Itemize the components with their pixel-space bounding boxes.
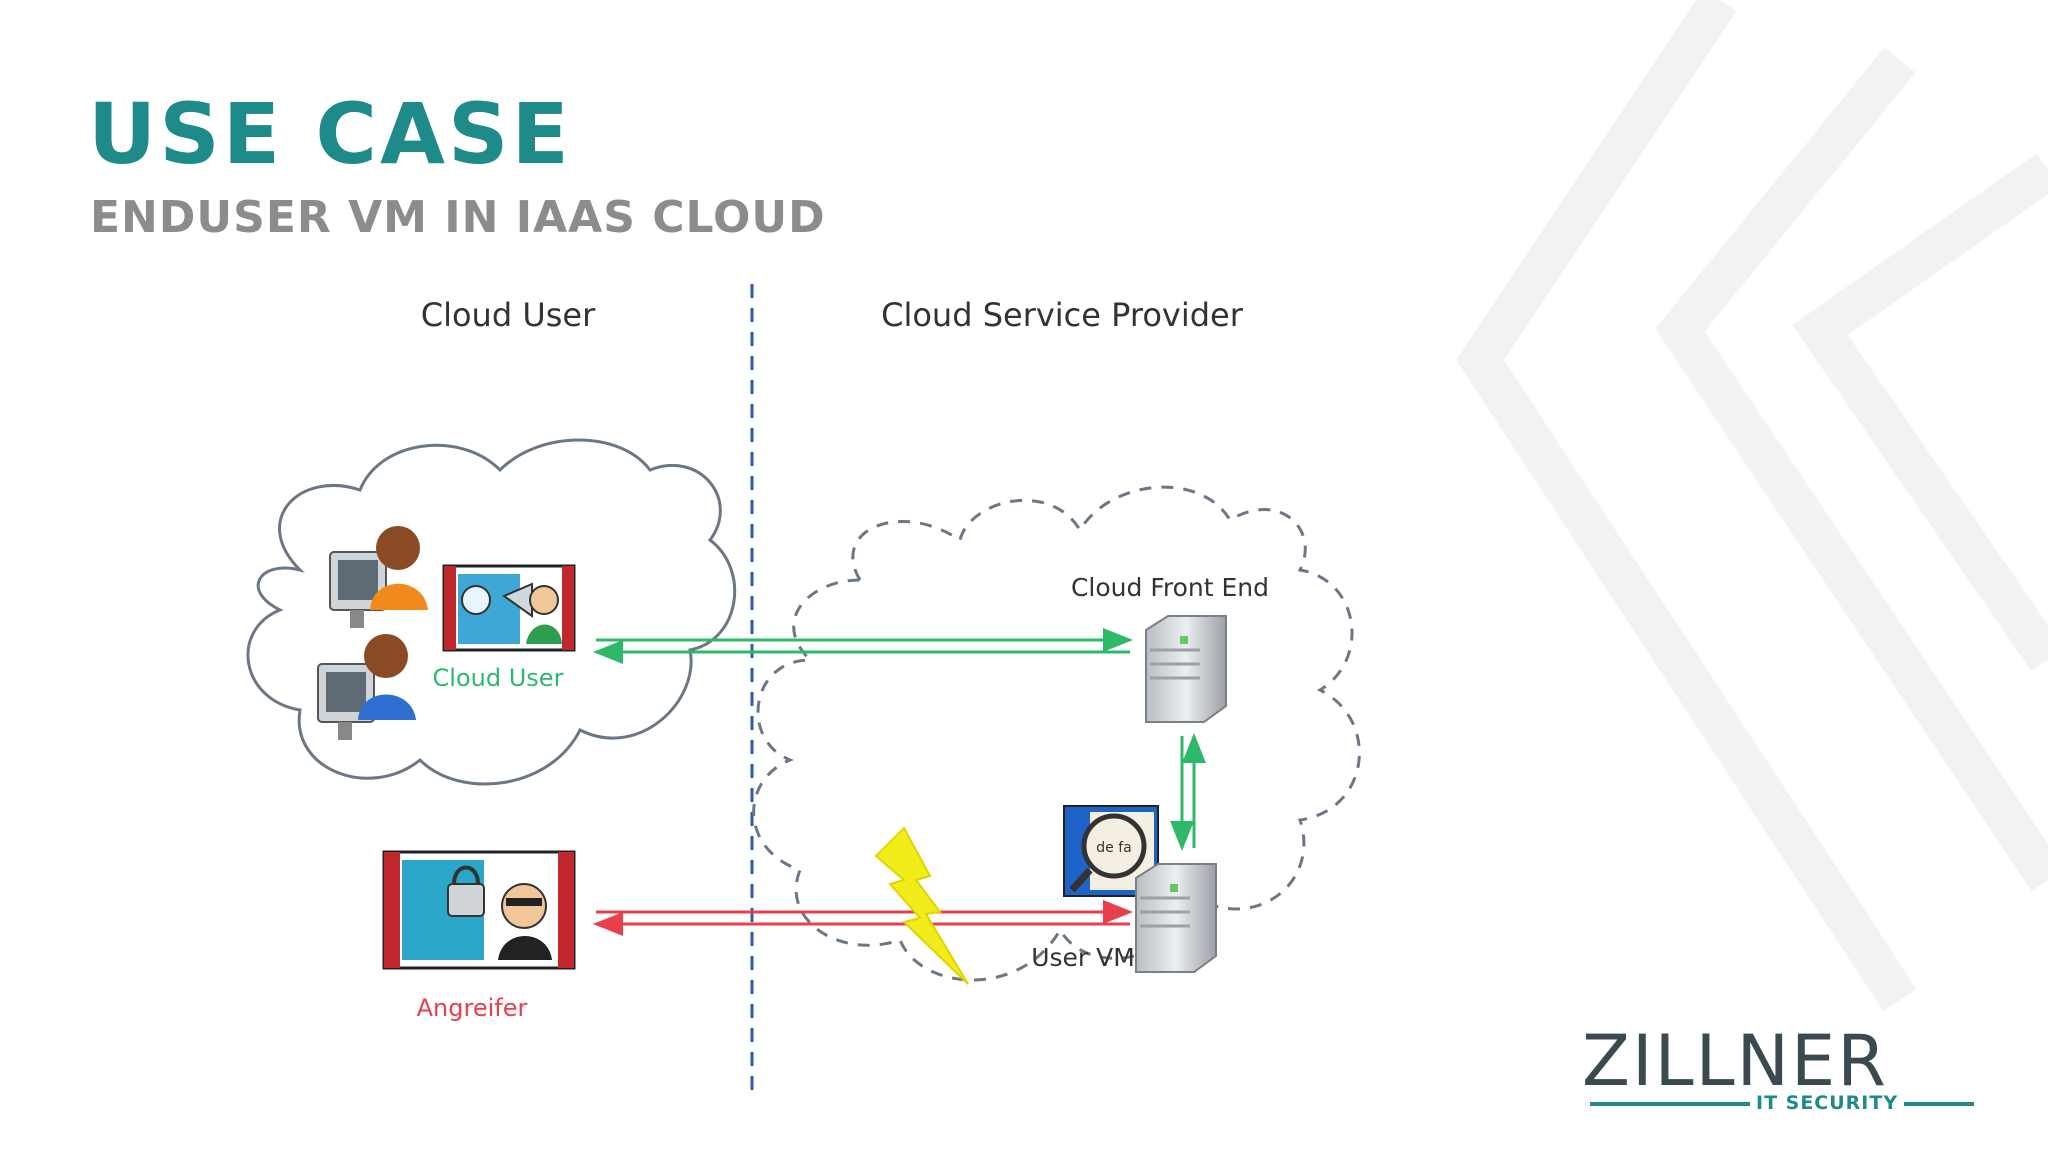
server-icon [1135,863,1217,973]
logo-wordmark: ZILLNER [1582,1020,1888,1102]
user-at-computer-icon [329,526,428,628]
front-end-label: Cloud Front End [1071,573,1269,602]
magnifier-icon: de fa [1063,805,1159,897]
left-column-heading: Cloud User [421,296,596,334]
svg-text:de fa: de fa [1096,840,1131,856]
eavesdropper-icon [442,564,576,652]
provider-cloud-shape [752,485,1361,982]
attacker-icon [382,850,576,970]
user-at-computer-icon [317,634,416,740]
slide-title: USE CASE [88,85,572,183]
attacker-label: Angreifer [417,994,528,1022]
right-column-heading: Cloud Service Provider [881,296,1244,334]
user-cloud-label: Cloud User [433,664,564,692]
lightning-bolt-icon [874,826,969,985]
company-logo: ZILLNER IT SECURITY [1582,1026,2002,1116]
slide-subtitle: ENDUSER VM IN IAAS CLOUD [90,192,826,243]
logo-tagline: IT SECURITY [1750,1094,1905,1113]
user-vm-label: User VM [1031,943,1135,972]
server-icon [1145,615,1227,723]
